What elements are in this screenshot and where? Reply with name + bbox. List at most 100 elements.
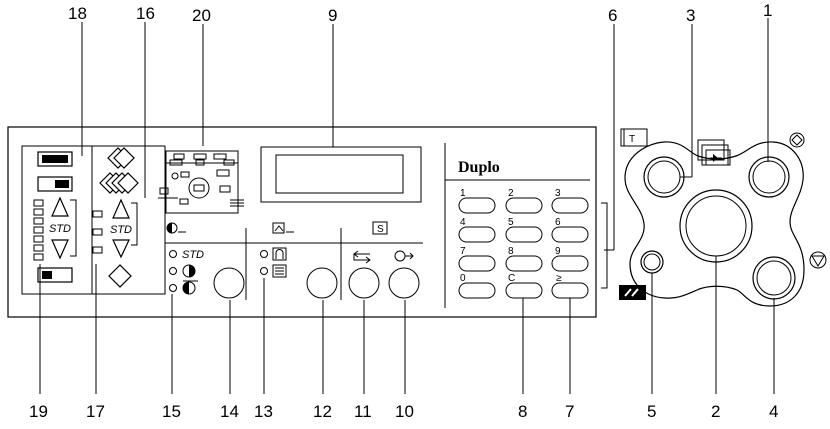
callout-19: 19 (29, 402, 48, 421)
original-mode-controls: STD (166, 222, 245, 299)
density-std-label: STD (49, 223, 71, 235)
callout-10: 10 (395, 402, 414, 421)
interrupt-icon (619, 285, 646, 300)
stop-button[interactable] (640, 250, 664, 274)
page-mode-led (260, 250, 268, 258)
speed-std-label: STD (110, 224, 132, 236)
keypad-key-5[interactable]: 5 (505, 217, 543, 243)
start-diamond-icon (789, 132, 805, 148)
callout-14: 14 (220, 402, 239, 421)
speed-up-arrow-icon[interactable] (112, 198, 130, 219)
std-mode-led (169, 250, 177, 258)
pencil-mode-icon (182, 280, 198, 295)
pencil-mode-led (169, 284, 177, 292)
photo-mode-led (169, 267, 177, 275)
speed-chevrons-top-icon (107, 147, 135, 169)
svg-text:0: 0 (460, 273, 466, 284)
numeric-keypad: 1 2 3 4 5 6 7 8 (458, 188, 589, 299)
keypad-key-1[interactable]: 1 (458, 188, 496, 214)
keypad-key-clear[interactable]: C (505, 273, 543, 299)
tray-icon: T (620, 128, 648, 147)
keypad-key-0[interactable]: 0 (458, 273, 496, 299)
stop-triangle-icon (809, 251, 827, 269)
density-panel (21, 145, 166, 295)
start-arrow-icon (394, 250, 414, 262)
density-up-arrow-icon[interactable] (51, 196, 69, 217)
document-mode-controls (260, 222, 338, 299)
callout-4: 4 (769, 402, 778, 421)
callout-15: 15 (162, 402, 181, 421)
svg-text:8: 8 (508, 246, 514, 257)
master-making-button[interactable] (643, 156, 685, 198)
callout-12: 12 (313, 402, 332, 421)
svg-text:5: 5 (508, 217, 514, 228)
proof-button[interactable] (348, 267, 380, 299)
callout-6: 6 (608, 6, 617, 25)
callout-8: 8 (518, 402, 527, 421)
svg-text:2: 2 (508, 188, 514, 199)
print-speed-controls: STD (92, 147, 139, 288)
center-main-button[interactable] (679, 189, 753, 263)
keypad-key-2[interactable]: 2 (505, 188, 543, 214)
contrast-icon (166, 222, 186, 234)
keypad-key-4[interactable]: 4 (458, 217, 496, 243)
print-stack-icon (697, 139, 731, 166)
original-mode-button[interactable] (213, 267, 245, 299)
lcd-display-screen (275, 154, 404, 194)
callout-7: 7 (565, 402, 574, 421)
svg-text:C: C (508, 273, 515, 284)
density-led-column (33, 199, 44, 261)
callout-5: 5 (647, 402, 656, 421)
callout-18: 18 (68, 4, 87, 23)
callout-17: 17 (86, 402, 105, 421)
print-action-controls: S (348, 221, 420, 299)
svg-text:≥: ≥ (556, 273, 562, 284)
callout-3: 3 (686, 6, 695, 25)
svg-text:S: S (377, 224, 384, 235)
density-down-arrow-icon[interactable] (51, 239, 69, 260)
callout-20: 20 (192, 6, 211, 25)
keypad-key-6[interactable]: 6 (551, 217, 589, 243)
svg-text:4: 4 (460, 217, 466, 228)
keypad-key-multiply[interactable]: ≥ (551, 273, 589, 299)
speed-down-arrow-icon[interactable] (112, 239, 130, 259)
svg-text:7: 7 (460, 246, 466, 257)
svg-text:T: T (629, 134, 635, 145)
svg-text:3: 3 (555, 188, 561, 199)
stop-symbol-icon (372, 221, 388, 235)
start-button[interactable] (388, 267, 420, 299)
print-start-button[interactable] (748, 156, 790, 198)
proof-icon (353, 250, 371, 264)
image-density-controls: STD (33, 151, 77, 283)
keypad-key-8[interactable]: 8 (505, 246, 543, 272)
main-button-cluster (624, 141, 805, 307)
keypad-key-3[interactable]: 3 (551, 188, 589, 214)
document-mode-button[interactable] (306, 267, 338, 299)
reset-button[interactable] (752, 256, 796, 300)
keypad-key-9[interactable]: 9 (551, 246, 589, 272)
callout-16: 16 (136, 4, 155, 23)
page-mode-icon (272, 247, 287, 261)
svg-text:6: 6 (555, 217, 561, 228)
speed-slow-chevron-icon (108, 264, 132, 288)
speed-chevrons-fast-icon (99, 172, 139, 194)
document-setting-icon (272, 222, 294, 234)
callout-9: 9 (328, 6, 337, 25)
keypad-key-7[interactable]: 7 (458, 246, 496, 272)
callout-2: 2 (711, 402, 720, 421)
button-cluster-outline (624, 141, 805, 307)
machine-status-illustration (158, 150, 244, 214)
text-mode-icon (272, 264, 287, 278)
callout-13: 13 (254, 402, 273, 421)
text-mode-led (260, 267, 268, 275)
svg-text:9: 9 (555, 246, 561, 257)
callout-1: 1 (763, 1, 772, 20)
svg-text:1: 1 (460, 188, 466, 199)
callout-numbers: 18 16 20 9 6 3 1 19 17 15 14 13 12 11 10… (29, 1, 778, 421)
callout-leader-lines (39, 18, 775, 394)
brand-logo: Duplo (458, 159, 500, 176)
control-panel-body (7, 126, 597, 318)
lcd-display-frame (260, 146, 422, 203)
std-mode-label: STD (182, 249, 204, 261)
